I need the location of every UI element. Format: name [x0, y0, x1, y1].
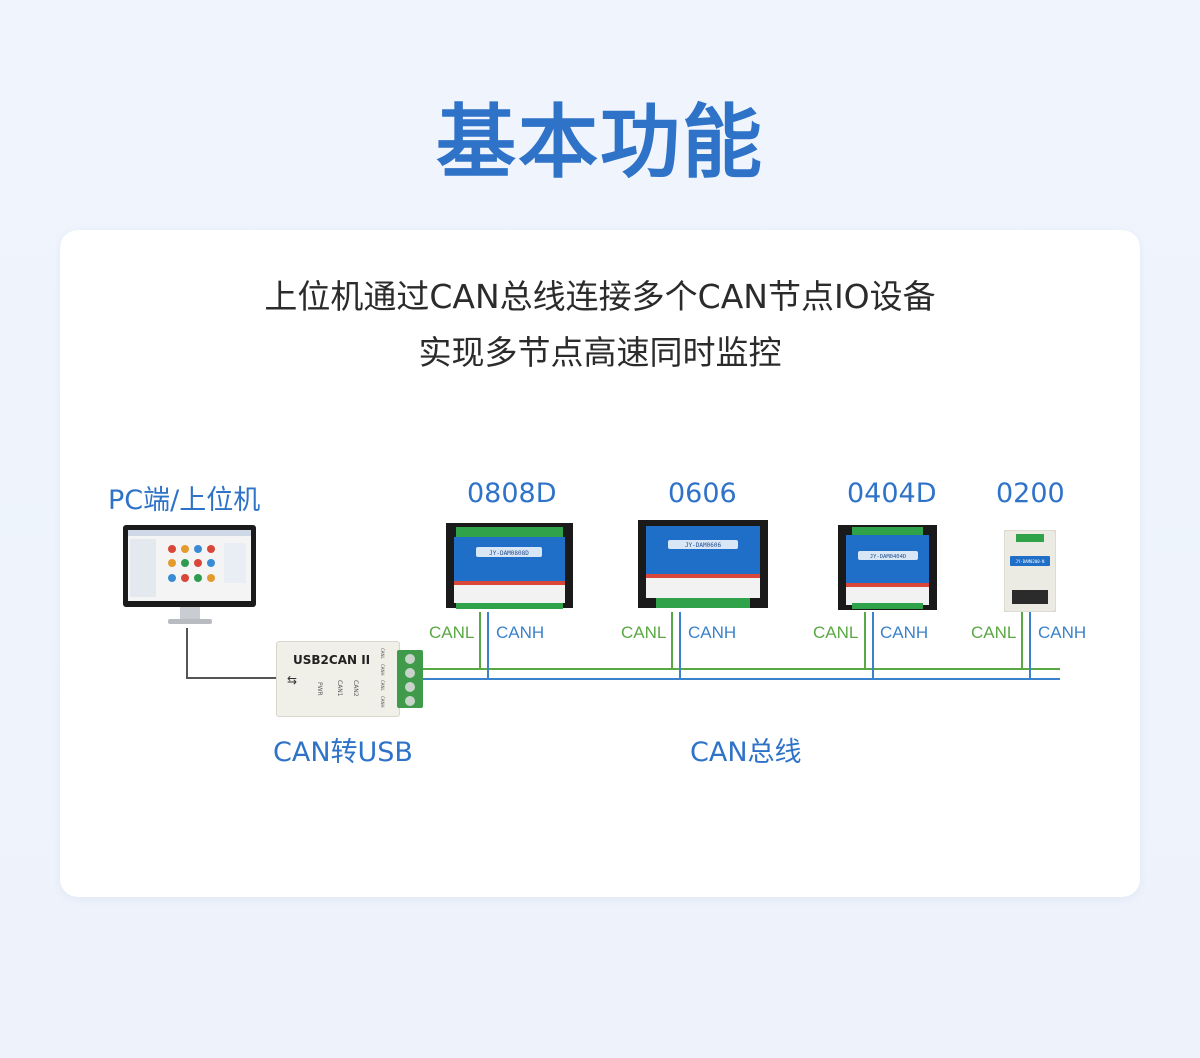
- node-0808d-canl-label: CANL: [429, 623, 475, 642]
- pc-label: PC端/上位机: [108, 485, 261, 516]
- usb-icon: ⇆: [287, 673, 298, 687]
- node-0808d-device-label: JY-DAM0808D: [489, 550, 529, 557]
- pc-monitor-image: [123, 525, 256, 624]
- node-0808d-model-label: 0808D: [467, 478, 557, 509]
- node-0808d-canh-label: CANH: [496, 623, 545, 642]
- page-title: 基本功能: [436, 96, 764, 189]
- node-0606-canl-label: CANL: [621, 623, 667, 642]
- led-can1-label: CAN1: [336, 680, 343, 697]
- converter-label: CAN转USB: [273, 737, 413, 768]
- led-can2-label: CAN2: [352, 680, 359, 697]
- port-label-4: CANH: [380, 696, 385, 708]
- usb-cable: [186, 628, 280, 679]
- node-0606-canh-label: CANH: [688, 623, 737, 642]
- usb2can-converter: USB2CAN II ⇆ PWR CAN1 CAN2 CANL CANH CAN…: [276, 641, 400, 717]
- node-0404d-model-label: 0404D: [847, 478, 937, 509]
- subtitle-line-2: 实现多节点高速同时监控: [418, 333, 782, 372]
- subtitle-line-1: 上位机通过CAN总线连接多个CAN节点IO设备: [264, 277, 936, 316]
- node-0404d-canl-label: CANL: [813, 623, 859, 642]
- node-0200-module: JY-DAM0200-N: [1004, 530, 1056, 612]
- node-0606-device-label: JY-DAM0606: [685, 542, 722, 549]
- port-label-2: CANH: [380, 664, 385, 676]
- node-0404d-canh-label: CANH: [880, 623, 929, 642]
- node-0404d-device-label: JY-DAM0404D: [870, 554, 906, 560]
- led-pwr-label: PWR: [316, 682, 323, 696]
- node-0200-model-label: 0200: [996, 478, 1065, 509]
- node-0606-module: JY-DAM0606: [638, 520, 768, 608]
- port-label-3: CANL: [380, 680, 385, 691]
- node-0200-canh-label: CANH: [1038, 623, 1087, 642]
- node-0200-canl-label: CANL: [971, 623, 1017, 642]
- converter-model-label: USB2CAN II: [293, 653, 371, 667]
- node-0606-model-label: 0606: [668, 478, 737, 509]
- node-0808d-module: JY-DAM0808D: [446, 523, 573, 609]
- converter-terminal-block: [397, 650, 423, 708]
- node-0200-device-label: JY-DAM0200-N: [1016, 559, 1045, 564]
- port-label-1: CANL: [380, 648, 385, 659]
- node-0404d-module: JY-DAM0404D: [838, 525, 937, 610]
- can-bus-label: CAN总线: [690, 737, 802, 768]
